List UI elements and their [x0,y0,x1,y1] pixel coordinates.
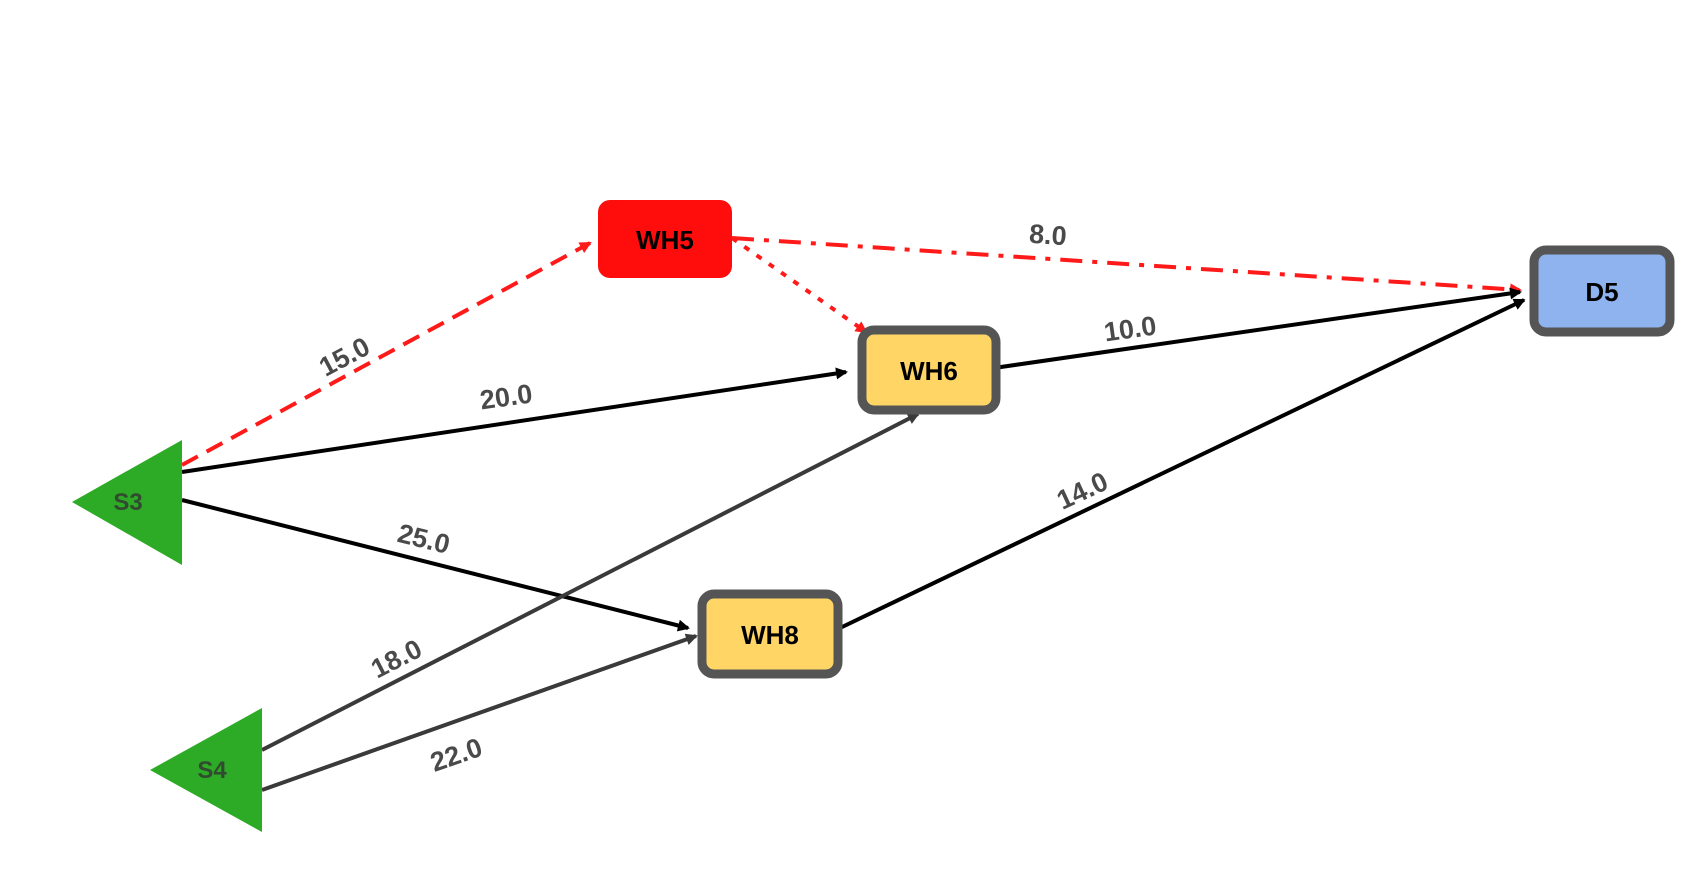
node-label-wh5: WH5 [636,225,694,255]
edge-s3-wh5 [181,241,592,467]
edge-label-s3-wh8: 25.0 [395,518,453,560]
edge-s4-wh6 [261,412,920,752]
warehouse-box-wh8 [697,589,843,679]
edge-label-wh6-d5: 10.0 [1102,310,1158,347]
edge-label-s3-wh6: 20.0 [478,378,534,415]
edge-wh6-d5 [993,287,1522,370]
node-label-wh8: WH8 [741,620,799,650]
edge-label-wh5-d5: 8.0 [1028,219,1068,252]
warehouse-box-wh6 [857,325,1001,415]
node-d5[interactable]: D5 [1529,245,1675,337]
node-s3[interactable]: S3 [72,440,182,565]
edge-label-s4-wh6: 18.0 [366,634,426,685]
edge-s4-wh8 [261,633,698,792]
source-triangle-s4 [150,708,262,832]
node-wh8[interactable]: WH8 [697,589,843,679]
node-label-s4: S4 [197,757,227,784]
node-label-wh6: WH6 [900,356,958,386]
node-wh5[interactable]: WH5 [598,200,732,278]
edge-labels: 15.0 20.0 25.0 18.0 22.0 8.0 10.0 14.0 [314,219,1158,778]
edge-label-s4-wh8: 22.0 [427,732,486,777]
destination-box-d5 [1529,245,1675,337]
node-s4[interactable]: S4 [150,708,262,832]
edge-wh5-wh6 [730,236,868,334]
node-label-d5: D5 [1585,277,1618,307]
nodes: S3 S4 WH5 WH6 WH8 D5 [72,200,1675,832]
edge-s3-wh8 [181,498,690,632]
warehouse-box-wh5 [598,200,732,278]
source-triangle-s3 [72,440,182,565]
edge-s3-wh6 [181,367,848,474]
node-wh6[interactable]: WH6 [857,325,1001,415]
node-label-s3: S3 [113,489,142,516]
edge-label-wh8-d5: 14.0 [1052,466,1112,515]
edges [181,236,1526,792]
edge-wh8-d5 [839,298,1526,630]
edge-wh5-d5 [731,236,1522,296]
